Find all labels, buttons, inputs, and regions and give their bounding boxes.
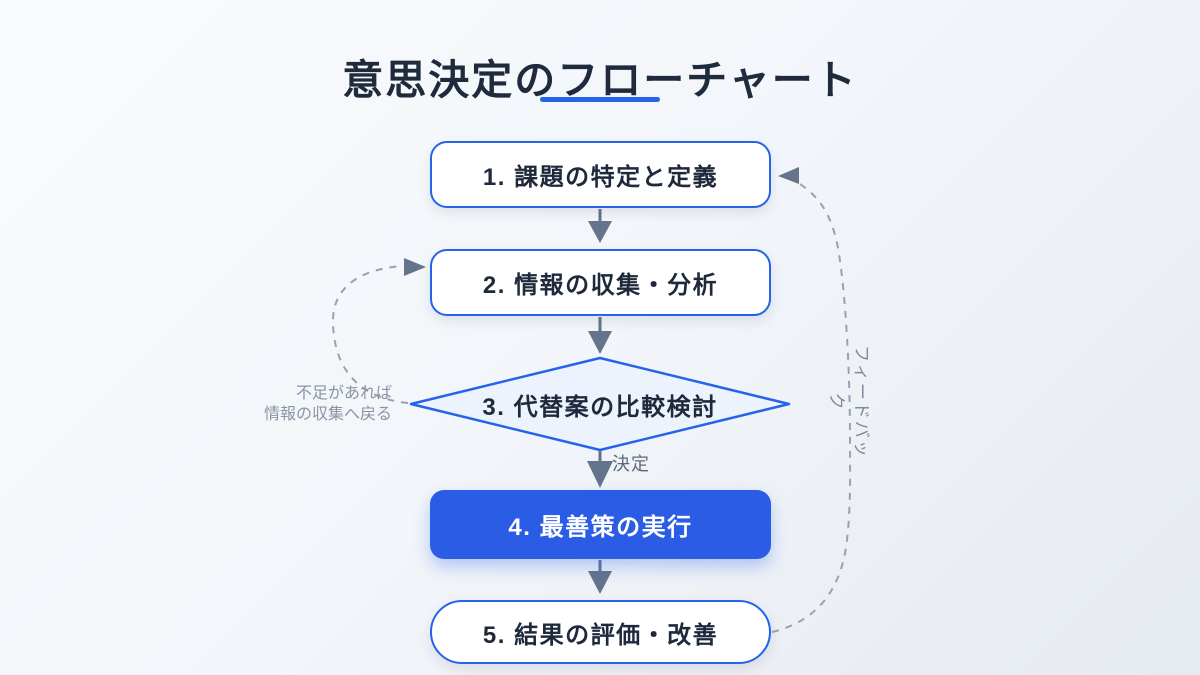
flow-arrow-1-head-icon bbox=[588, 221, 612, 243]
flow-arrow-4-head-icon bbox=[588, 571, 612, 594]
edge-label-feedback: フィードバック bbox=[827, 345, 871, 459]
edge-label-return-note: 不足があれば 情報の収集へ戻る bbox=[248, 383, 392, 425]
decision-diamond-shape bbox=[409, 356, 791, 452]
page-title: 意思決定のフローチャート bbox=[342, 57, 858, 103]
return-note-line-2: 情報の収集へ戻る bbox=[263, 406, 392, 423]
flow-node-step-4: 4. 最善策の実行 bbox=[430, 490, 771, 559]
flow-arrow-2-head-icon bbox=[588, 331, 612, 354]
flow-node-step-2: 2. 情報の収集・分析 bbox=[430, 249, 771, 316]
flow-node-step-1: 1. 課題の特定と定義 bbox=[430, 141, 771, 208]
feedback-dashed-arrow bbox=[771, 175, 852, 633]
flow-arrow-3-head-icon bbox=[587, 461, 613, 488]
title-underline bbox=[540, 97, 660, 102]
return-dashed-arrow bbox=[331, 265, 409, 404]
return-arrowhead-icon bbox=[404, 258, 426, 276]
flow-node-step-3-label: 3. 代替案の比較検討 bbox=[482, 393, 718, 421]
flow-node-step-5: 5. 結果の評価・改善 bbox=[430, 600, 771, 664]
feedback-arrowhead-icon bbox=[778, 167, 799, 184]
edge-label-decision: 決定 bbox=[612, 454, 650, 474]
flow-node-step-3: 3. 代替案の比較検討 bbox=[407, 355, 793, 453]
return-note-line-1: 不足があれば bbox=[295, 385, 392, 402]
